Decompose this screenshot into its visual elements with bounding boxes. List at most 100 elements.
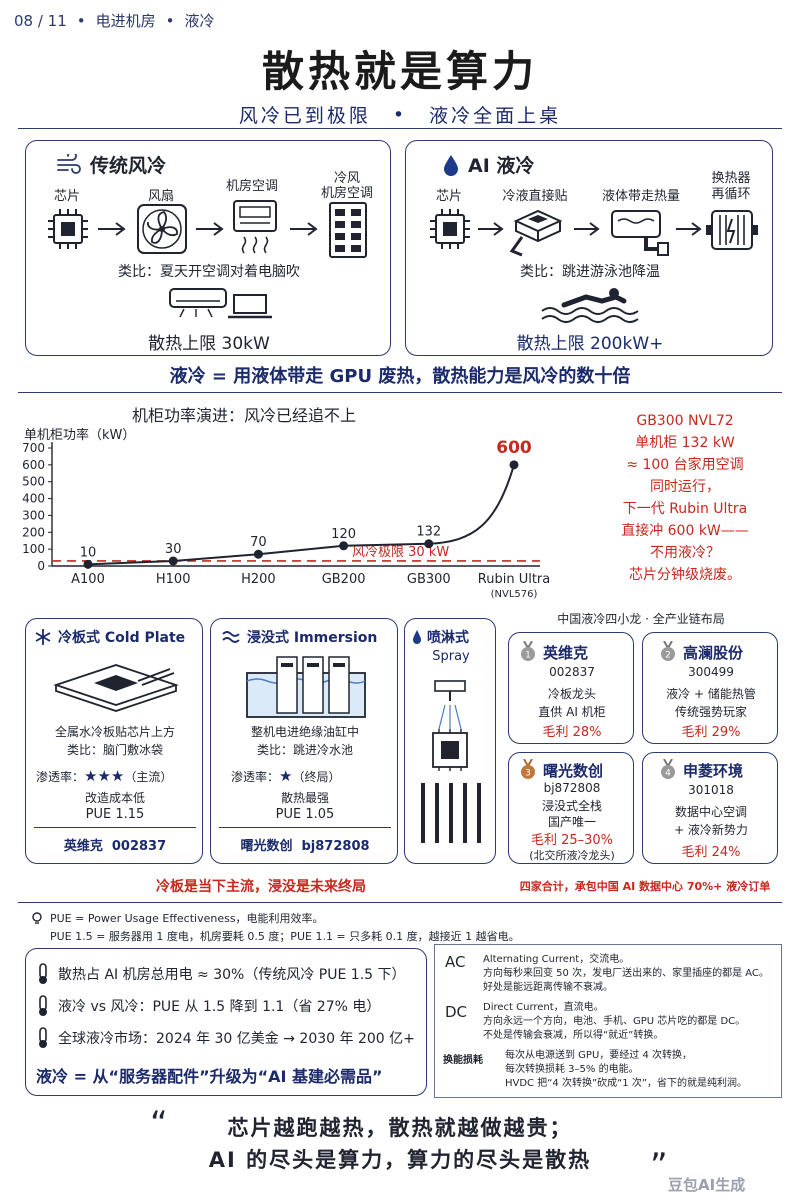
breadcrumb-sub: 液冷 — [184, 12, 215, 30]
arrow-right-icon — [290, 222, 318, 236]
arrow-right-icon — [196, 222, 224, 236]
immersion-cost: 散热最强 — [280, 791, 329, 805]
water-drop-icon — [413, 630, 421, 644]
gross-margin: 毛利 24% — [681, 845, 741, 860]
quote-close: ” — [650, 1146, 668, 1186]
thermometer-icon — [39, 1027, 47, 1048]
stat-item: 散热占 AI 机房总用电 ≈ 30%（传统风冷 PUE 1.5 下） — [58, 967, 406, 983]
data-point — [424, 539, 434, 549]
y-tick-label: 100 — [22, 542, 45, 556]
ac-and-laptop-icon — [169, 288, 272, 319]
star-rating: ★★★ — [84, 767, 125, 785]
quote-line-1: 芯片越跑越热，散热就越做越贵； — [227, 1116, 573, 1140]
chart-title: 机柜功率演进：风冷已经追不上 — [132, 406, 357, 425]
gross-margin: 毛利 28% — [542, 725, 602, 740]
dragons-title: 中国液冷四小龙 · 全产业链布局 — [557, 612, 725, 626]
medal-icon: 2 — [661, 641, 675, 661]
stock-code: 002837 — [549, 665, 595, 679]
svg-text:3: 3 — [525, 769, 531, 779]
glossary-term-ac: AC — [445, 953, 466, 971]
server-rack-icon — [329, 202, 367, 258]
thermometer-icon — [39, 995, 47, 1016]
cold-plate-card: 冷板式 Cold Plate 全属水冷板贴芯片上方 类比：脑门敷冰袋 渗透率： … — [25, 618, 203, 864]
cold-plate-title: 冷板式 Cold Plate — [58, 630, 186, 646]
wave-icon — [222, 631, 240, 643]
spray-title: 喷淋式 — [427, 630, 469, 646]
divider — [18, 128, 782, 129]
x-tick-label: Rubin Ultra — [478, 572, 550, 587]
wind-icon — [57, 153, 81, 174]
chart-note: GB300 NVL72 单机柜 132 kW ≈ 100 台家用空调 同时运行，… — [621, 413, 749, 583]
snowflake-icon — [35, 629, 51, 645]
series-line — [87, 464, 515, 566]
immersion-pue: PUE 1.05 — [275, 807, 335, 822]
data-label: 120 — [331, 527, 356, 542]
water-drop-icon — [444, 154, 458, 176]
data-label: 132 — [416, 525, 441, 540]
glossary-def-ac: Alternating Current，交流电。 方向每秒来回变 50 次，发电… — [483, 954, 769, 993]
immersion-tank-icon — [246, 656, 366, 718]
cold-plate-desc: 全属水冷板贴芯片上方 — [54, 725, 175, 739]
quote-line-2: AI 的尽头是算力，算力的尽头是散热 — [208, 1148, 592, 1172]
swimmer-icon — [541, 288, 639, 323]
company-card-yingweike: 1 英维克 002837 冷板龙头 直供 AI 机柜 毛利 28% — [508, 632, 634, 744]
liquid-step-exchanger-label: 换热器 再循环 — [711, 171, 751, 202]
stat-item: 全球液冷市场：2024 年 30 亿美金 → 2030 年 200 亿+ — [58, 1031, 415, 1047]
air-cooling-title: 传统风冷 — [90, 155, 167, 177]
cold-plate-icon — [509, 209, 563, 257]
medal-icon: 1 — [521, 641, 535, 661]
immersion-desc: 整机电进绝缘油缸中 — [250, 725, 359, 739]
y-tick-label: 500 — [22, 475, 45, 489]
air-step-ac-label: 机房空调 — [225, 179, 278, 194]
divider — [18, 392, 782, 393]
company-card-shenling: 4 申菱环境 301018 数据中心空调 + 液冷新势力 毛利 24% — [642, 752, 778, 864]
ac-unit-icon — [233, 200, 277, 254]
glossary-term-dc: DC — [445, 1003, 468, 1021]
x-tick-sublabel: (NVL576) — [491, 589, 538, 600]
svg-text:1: 1 — [525, 651, 531, 661]
liquid-step-plate-label: 冷液直接贴 — [502, 189, 568, 204]
stats-panel: 散热占 AI 机房总用电 ≈ 30%（传统风冷 PUE 1.5 下） 液冷 vs… — [25, 948, 427, 1096]
page-subtitle: 风冷已到极限 • 液冷全面上桌 — [238, 103, 562, 128]
arrow-right-icon — [478, 222, 504, 236]
x-tick-label: H100 — [156, 572, 191, 587]
air-step-chip-label: 芯片 — [53, 189, 80, 204]
cold-plate-pue: PUE 1.15 — [85, 807, 145, 822]
data-point — [168, 556, 178, 566]
glossary-def-dc: Direct Current，直流电。 方向永远一个方向，电池、手机、GPU 芯… — [483, 1002, 746, 1041]
data-point — [509, 460, 519, 470]
immersion-penetration: 渗透率： ★ （终局） — [231, 767, 341, 785]
dragons-footer: 四家合计，承包中国 AI 数据中心 70%+ 液冷订单 — [519, 880, 771, 893]
y-tick-label: 700 — [22, 441, 45, 455]
liquid-cooling-panel: AI 液冷 芯片 冷液直接贴 液体带走热量 换热器 再循环 类比：跳进游泳池降温… — [405, 140, 773, 356]
stock-code: 301018 — [688, 783, 734, 797]
stock-code: bj872808 — [543, 781, 601, 795]
glossary-panel: AC Alternating Current，交流电。 方向每秒来回变 50 次… — [434, 944, 782, 1098]
x-tick-label: GB300 — [407, 572, 451, 587]
medal-icon: 3 — [521, 759, 535, 779]
data-point — [83, 559, 93, 569]
page-title: 散热就是算力 — [261, 47, 538, 96]
cold-plate-penetration: 渗透率： ★★★ （主流） — [36, 767, 173, 785]
y-tick-label: 200 — [22, 525, 45, 539]
spray-nozzle-icon — [421, 680, 481, 843]
immersion-company: 曙光数创 bj872808 — [240, 839, 370, 854]
immersion-analogy: 类比：跳进冷水池 — [256, 743, 353, 757]
data-label: 600 — [496, 438, 532, 458]
air-step-cold-label: 冷风 机房空调 — [320, 171, 373, 201]
quote-open: “ — [150, 1104, 168, 1144]
x-tick-label: A100 — [71, 572, 105, 587]
page-number: 08 / 11 — [14, 11, 67, 30]
svg-text:4: 4 — [665, 769, 671, 779]
x-tick-label: H200 — [241, 572, 276, 587]
svg-text:2: 2 — [665, 651, 671, 661]
y-tick-label: 0 — [37, 559, 45, 573]
arrow-right-icon — [574, 222, 600, 236]
immersion-title: 浸没式 Immersion — [247, 630, 378, 646]
data-label: 10 — [80, 545, 97, 560]
data-label: 70 — [250, 535, 267, 550]
y-tick-label: 300 — [22, 508, 45, 522]
air-cooling-panel: 传统风冷 芯片 风扇 机房空调 冷风 机房空调 类比：夏天开空调对着电脑吹 散热… — [25, 140, 391, 356]
y-tick-label: 600 — [22, 458, 45, 472]
